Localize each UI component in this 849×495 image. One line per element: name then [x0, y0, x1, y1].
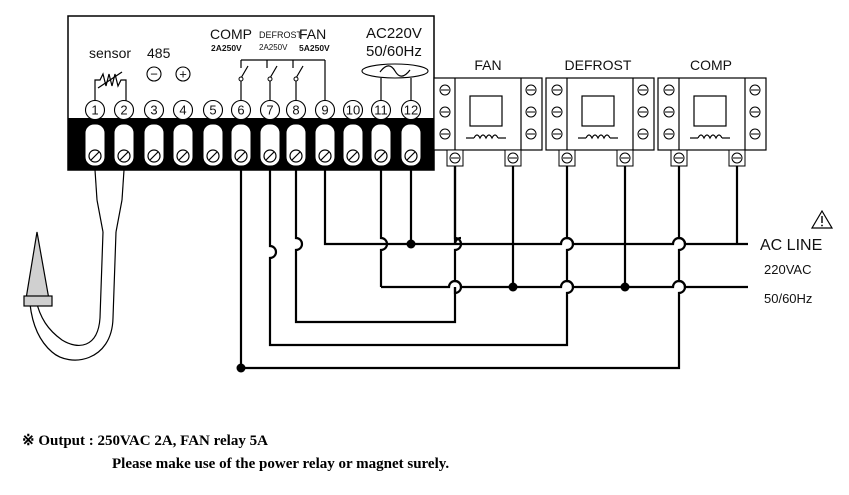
- terminal-number: 3: [150, 103, 157, 118]
- terminal-number-row: 1 2 3 4 5 6 7 8 9 10 11 12: [84, 99, 422, 121]
- sensor-label: sensor: [89, 45, 131, 61]
- terminal-number: 2: [120, 103, 127, 118]
- rs485-label: 485: [147, 45, 171, 61]
- svg-text:+: +: [179, 67, 187, 82]
- power-frequency: 50/60Hz: [366, 43, 422, 60]
- ac-sine-icon: [361, 63, 429, 100]
- ac-line-label: AC LINE: [760, 237, 822, 254]
- terminal-number: 9: [321, 103, 328, 118]
- fan-contactor: [433, 77, 543, 167]
- terminal-number: 4: [179, 103, 186, 118]
- terminal-number: 11: [374, 103, 388, 118]
- output-rating-text: Output : 250VAC 2A, FAN relay 5A: [38, 433, 268, 449]
- output-note: ※ Output : 250VAC 2A, FAN relay 5A: [22, 431, 268, 450]
- wiring-diagram: sensor 485 COMP DEFROST FAN 2A250V 2A250…: [23, 15, 834, 373]
- terminal-number: 10: [346, 103, 360, 118]
- note-symbol: ※: [22, 433, 35, 449]
- defrost-rating: 2A250V: [259, 43, 288, 52]
- relay-advice-text: Please make use of the power relay or ma…: [112, 456, 450, 472]
- comp-contactor-label: COMP: [690, 57, 732, 73]
- terminal-number: 5: [209, 103, 216, 118]
- terminal-number: 12: [404, 103, 418, 118]
- comp-relay-label: COMP: [210, 26, 252, 42]
- fan-relay-label: FAN: [299, 26, 326, 42]
- defrost-contactor-label: DEFROST: [565, 57, 632, 73]
- plus-icon: +: [175, 66, 191, 82]
- svg-text:−: −: [150, 67, 158, 82]
- comp-rating: 2A250V: [211, 43, 242, 53]
- warning-triangle-icon: [810, 209, 834, 229]
- temperature-sensor-probe: [23, 169, 125, 361]
- wiring: [236, 166, 748, 373]
- terminal-number: 7: [266, 103, 273, 118]
- terminal-number: 6: [237, 103, 244, 118]
- fan-rating: 5A250V: [299, 43, 330, 53]
- comp-contactor: [657, 77, 767, 167]
- defrost-contactor: [545, 77, 655, 167]
- terminal-number: 1: [91, 103, 98, 118]
- fan-contactor-label: FAN: [474, 57, 501, 73]
- terminal-number: 8: [292, 103, 299, 118]
- thermistor-symbol: [94, 71, 127, 102]
- power-label: AC220V: [366, 25, 422, 42]
- relay-contacts: [238, 59, 326, 100]
- minus-icon: −: [146, 66, 162, 82]
- ac-line-frequency: 50/60Hz: [764, 291, 812, 306]
- defrost-relay-label: DEFROST: [259, 30, 303, 40]
- terminal-screws: [88, 149, 418, 163]
- ac-line-voltage: 220VAC: [764, 262, 811, 277]
